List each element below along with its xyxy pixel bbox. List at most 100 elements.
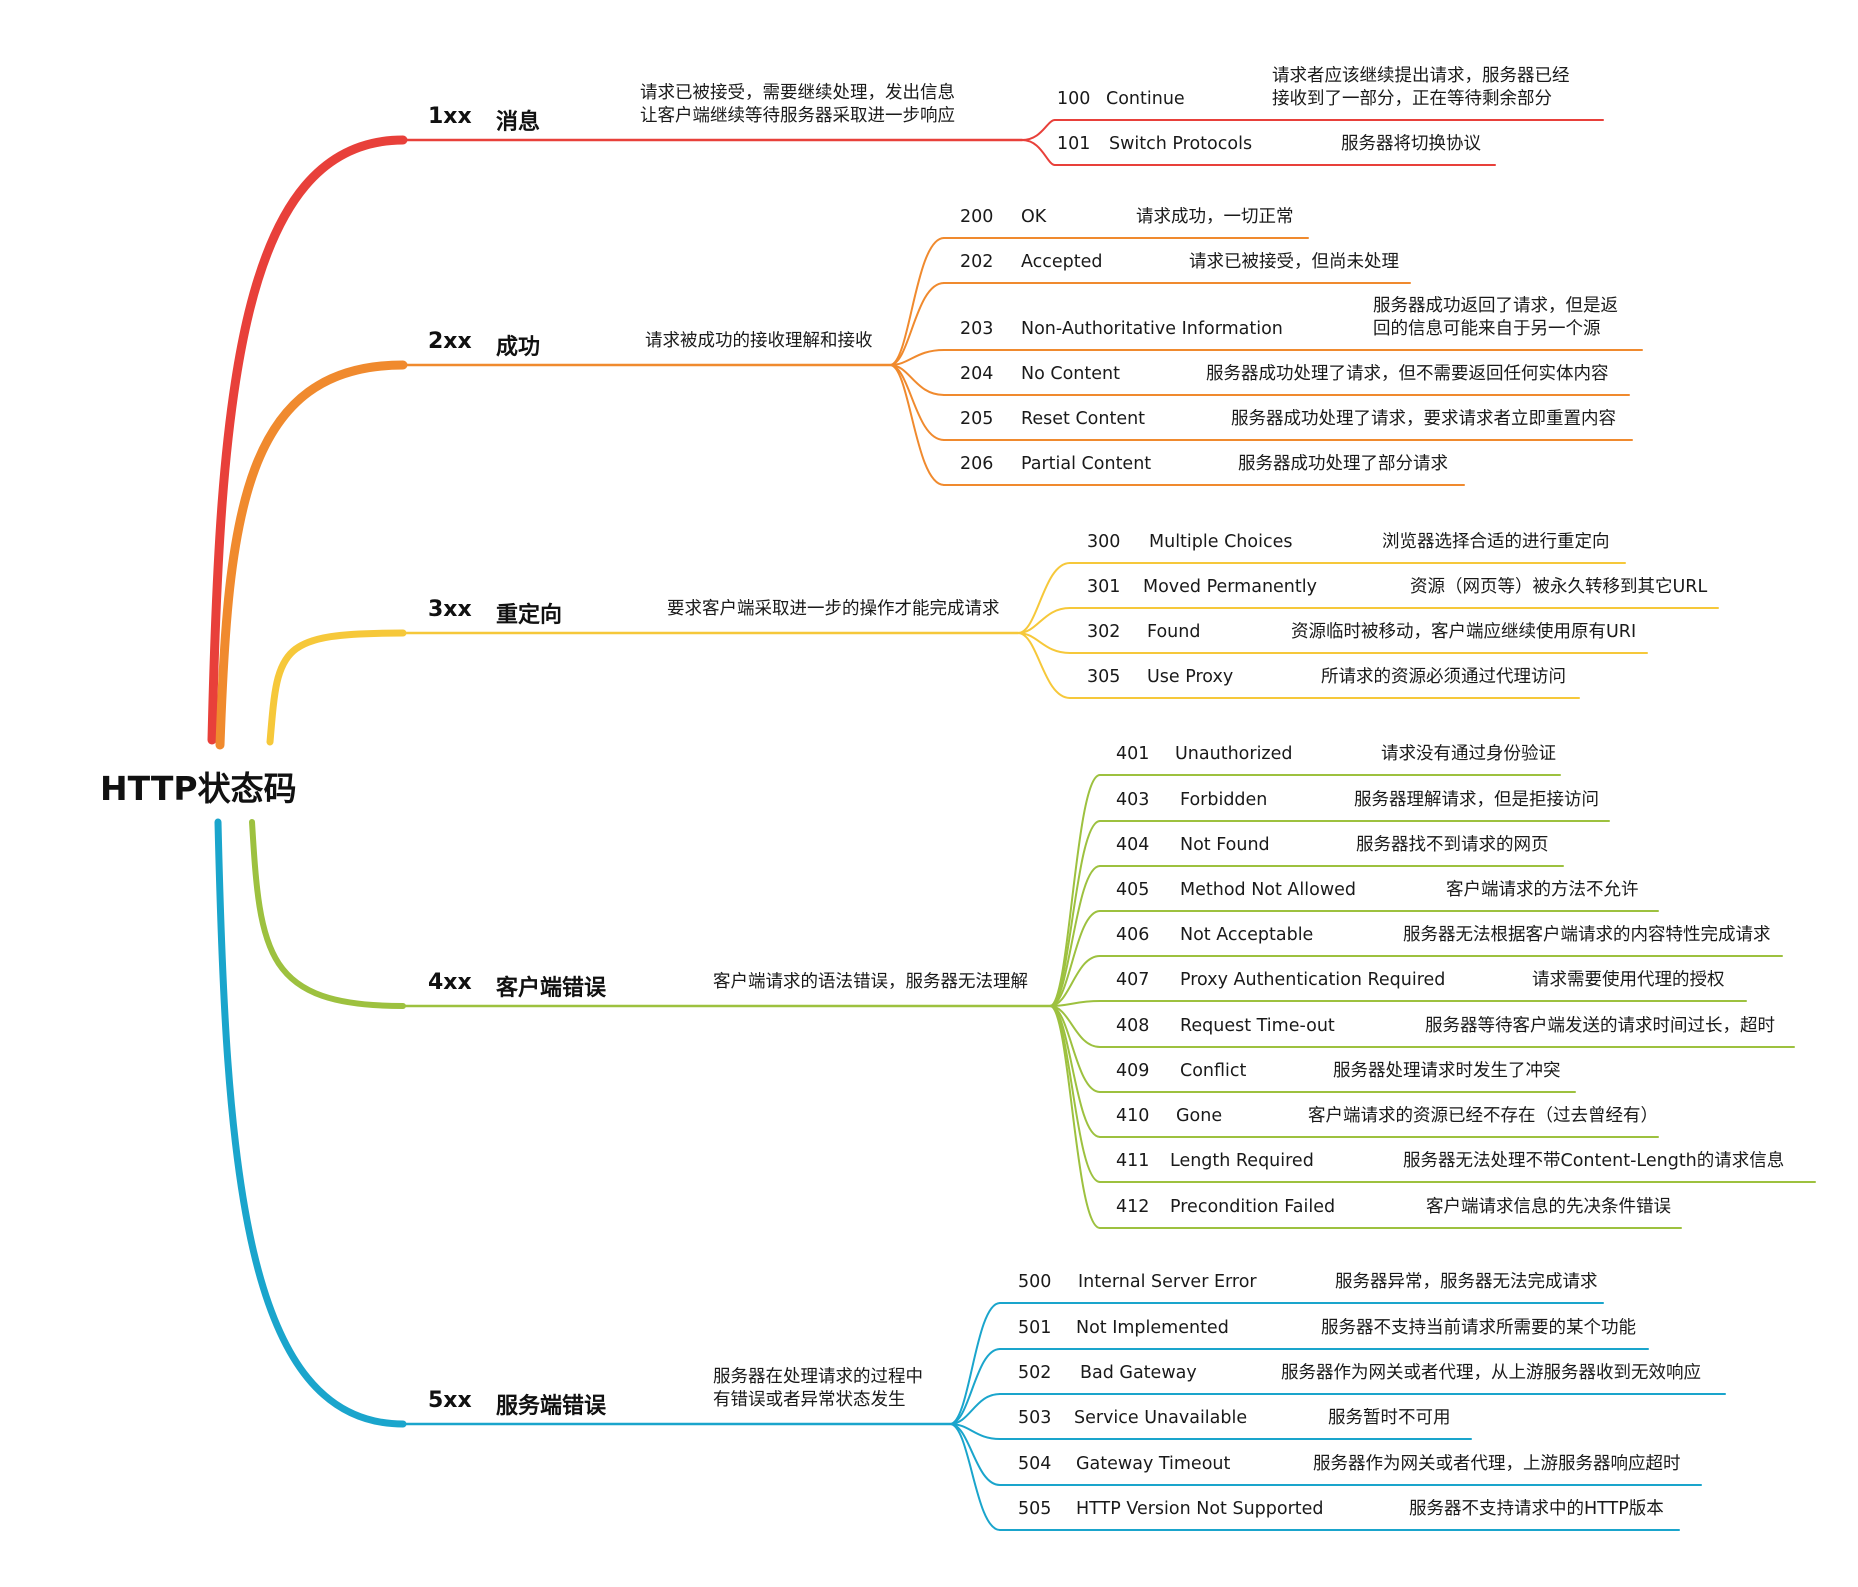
item-code-204: 204 bbox=[960, 364, 994, 384]
group-desc-5xx: 有错误或者异常状态发生 bbox=[713, 1390, 906, 1410]
item-name-204: No Content bbox=[1021, 364, 1120, 384]
root-title: HTTP状态码 bbox=[100, 769, 297, 808]
item-code-411: 411 bbox=[1116, 1151, 1150, 1171]
item-name-407: Proxy Authentication Required bbox=[1180, 970, 1446, 990]
item-desc-202: 请求已被接受，但尚未处理 bbox=[1189, 252, 1399, 272]
item-name-403: Forbidden bbox=[1180, 790, 1268, 810]
item-desc-401: 请求没有通过身份验证 bbox=[1381, 744, 1556, 764]
item-desc-405: 客户端请求的方法不允许 bbox=[1446, 880, 1639, 900]
item-name-300: Multiple Choices bbox=[1149, 532, 1293, 552]
item-name-202: Accepted bbox=[1021, 252, 1103, 272]
item-name-502: Bad Gateway bbox=[1080, 1363, 1197, 1383]
item-desc-403: 服务器理解请求，但是拒接访问 bbox=[1354, 790, 1599, 810]
item-name-503: Service Unavailable bbox=[1074, 1408, 1248, 1428]
item-name-505: HTTP Version Not Supported bbox=[1076, 1499, 1324, 1519]
item-link-401 bbox=[1049, 774, 1101, 1007]
item-code-205: 205 bbox=[960, 409, 994, 429]
item-link-505 bbox=[949, 1423, 1001, 1531]
group-desc-5xx: 服务器在处理请求的过程中 bbox=[713, 1367, 923, 1387]
item-desc-200: 请求成功，一切正常 bbox=[1136, 207, 1294, 227]
item-link-300 bbox=[1017, 562, 1071, 634]
item-desc-203: 服务器成功返回了请求，但是返 bbox=[1373, 296, 1618, 316]
item-code-202: 202 bbox=[960, 252, 994, 272]
branch-1xx bbox=[207, 135, 408, 745]
item-code-305: 305 bbox=[1087, 667, 1121, 687]
group-name-2xx: 成功 bbox=[496, 335, 541, 360]
item-name-406: Not Acceptable bbox=[1180, 925, 1314, 945]
item-name-100: Continue bbox=[1106, 89, 1185, 109]
item-desc-408: 服务器等待客户端发送的请求时间过长，超时 bbox=[1425, 1016, 1775, 1036]
branch-5xx bbox=[214, 818, 407, 1428]
group-code-4xx: 4xx bbox=[428, 970, 472, 995]
item-desc-205: 服务器成功处理了请求，要求请求者立即重置内容 bbox=[1231, 409, 1616, 429]
item-desc-203: 回的信息可能来自于另一个源 bbox=[1373, 319, 1601, 339]
item-desc-407: 请求需要使用代理的授权 bbox=[1532, 970, 1725, 990]
item-name-504: Gateway Timeout bbox=[1076, 1454, 1231, 1474]
item-name-203: Non-Authoritative Information bbox=[1021, 319, 1283, 339]
item-code-404: 404 bbox=[1116, 835, 1150, 855]
item-desc-204: 服务器成功处理了请求，但不需要返回任何实体内容 bbox=[1206, 364, 1609, 384]
group-name-4xx: 客户端错误 bbox=[496, 976, 607, 1001]
item-link-502 bbox=[949, 1393, 1001, 1425]
item-code-504: 504 bbox=[1018, 1454, 1052, 1474]
item-desc-502: 服务器作为网关或者代理，从上游服务器收到无效响应 bbox=[1281, 1363, 1701, 1383]
group-desc-3xx: 要求客户端采取进一步的操作才能完成请求 bbox=[667, 599, 1000, 619]
item-code-503: 503 bbox=[1018, 1408, 1052, 1428]
item-code-101: 101 bbox=[1057, 134, 1091, 154]
item-name-302: Found bbox=[1147, 622, 1201, 642]
item-name-408: Request Time-out bbox=[1180, 1016, 1335, 1036]
item-code-100: 100 bbox=[1057, 89, 1091, 109]
item-link-404 bbox=[1049, 865, 1101, 1007]
group-code-5xx: 5xx bbox=[428, 1388, 472, 1413]
item-link-202 bbox=[889, 282, 945, 366]
item-desc-206: 服务器成功处理了部分请求 bbox=[1238, 454, 1448, 474]
item-name-410: Gone bbox=[1176, 1106, 1223, 1126]
item-name-401: Unauthorized bbox=[1175, 744, 1293, 764]
item-code-412: 412 bbox=[1116, 1197, 1150, 1217]
branch-4xx bbox=[249, 819, 406, 1009]
item-code-409: 409 bbox=[1116, 1061, 1150, 1081]
item-desc-410: 客户端请求的资源已经不存在（过去曾经有） bbox=[1308, 1106, 1658, 1126]
item-code-300: 300 bbox=[1087, 532, 1121, 552]
item-code-206: 206 bbox=[960, 454, 994, 474]
item-desc-501: 服务器不支持当前请求所需要的某个功能 bbox=[1321, 1318, 1636, 1338]
item-code-500: 500 bbox=[1018, 1272, 1052, 1292]
item-name-411: Length Required bbox=[1170, 1151, 1314, 1171]
group-code-2xx: 2xx bbox=[428, 329, 472, 354]
item-desc-500: 服务器异常，服务器无法完成请求 bbox=[1335, 1272, 1598, 1292]
item-code-301: 301 bbox=[1087, 577, 1121, 597]
item-link-101 bbox=[1021, 139, 1056, 166]
item-desc-409: 服务器处理请求时发生了冲突 bbox=[1333, 1061, 1561, 1081]
item-name-412: Precondition Failed bbox=[1170, 1197, 1336, 1217]
item-desc-300: 浏览器选择合适的进行重定向 bbox=[1382, 532, 1610, 552]
item-code-502: 502 bbox=[1018, 1363, 1052, 1383]
item-link-500 bbox=[949, 1302, 1001, 1425]
item-link-501 bbox=[949, 1348, 1001, 1425]
item-desc-503: 服务暂时不可用 bbox=[1328, 1408, 1451, 1428]
item-link-406 bbox=[1049, 955, 1101, 1007]
item-name-404: Not Found bbox=[1180, 835, 1270, 855]
item-desc-411: 服务器无法处理不带Content-Length的请求信息 bbox=[1403, 1151, 1785, 1171]
item-name-101: Switch Protocols bbox=[1109, 134, 1253, 154]
item-code-403: 403 bbox=[1116, 790, 1150, 810]
item-link-411 bbox=[1049, 1005, 1101, 1183]
item-desc-505: 服务器不支持请求中的HTTP版本 bbox=[1409, 1499, 1664, 1519]
group-name-3xx: 重定向 bbox=[496, 603, 563, 628]
item-code-501: 501 bbox=[1018, 1318, 1052, 1338]
item-link-410 bbox=[1049, 1005, 1101, 1138]
item-desc-101: 服务器将切换协议 bbox=[1341, 134, 1481, 154]
item-name-501: Not Implemented bbox=[1076, 1318, 1229, 1338]
item-code-407: 407 bbox=[1116, 970, 1150, 990]
item-name-200: OK bbox=[1021, 207, 1047, 227]
item-name-500: Internal Server Error bbox=[1078, 1272, 1257, 1292]
item-link-301 bbox=[1017, 607, 1071, 634]
group-desc-2xx: 请求被成功的接收理解和接收 bbox=[645, 331, 873, 351]
item-link-305 bbox=[1017, 632, 1071, 699]
item-code-302: 302 bbox=[1087, 622, 1121, 642]
item-desc-302: 资源临时被移动，客户端应继续使用原有URI bbox=[1291, 622, 1637, 642]
group-desc-1xx: 请求已被接受，需要继续处理，发出信息 bbox=[640, 83, 955, 103]
item-name-305: Use Proxy bbox=[1147, 667, 1234, 687]
item-code-405: 405 bbox=[1116, 880, 1150, 900]
